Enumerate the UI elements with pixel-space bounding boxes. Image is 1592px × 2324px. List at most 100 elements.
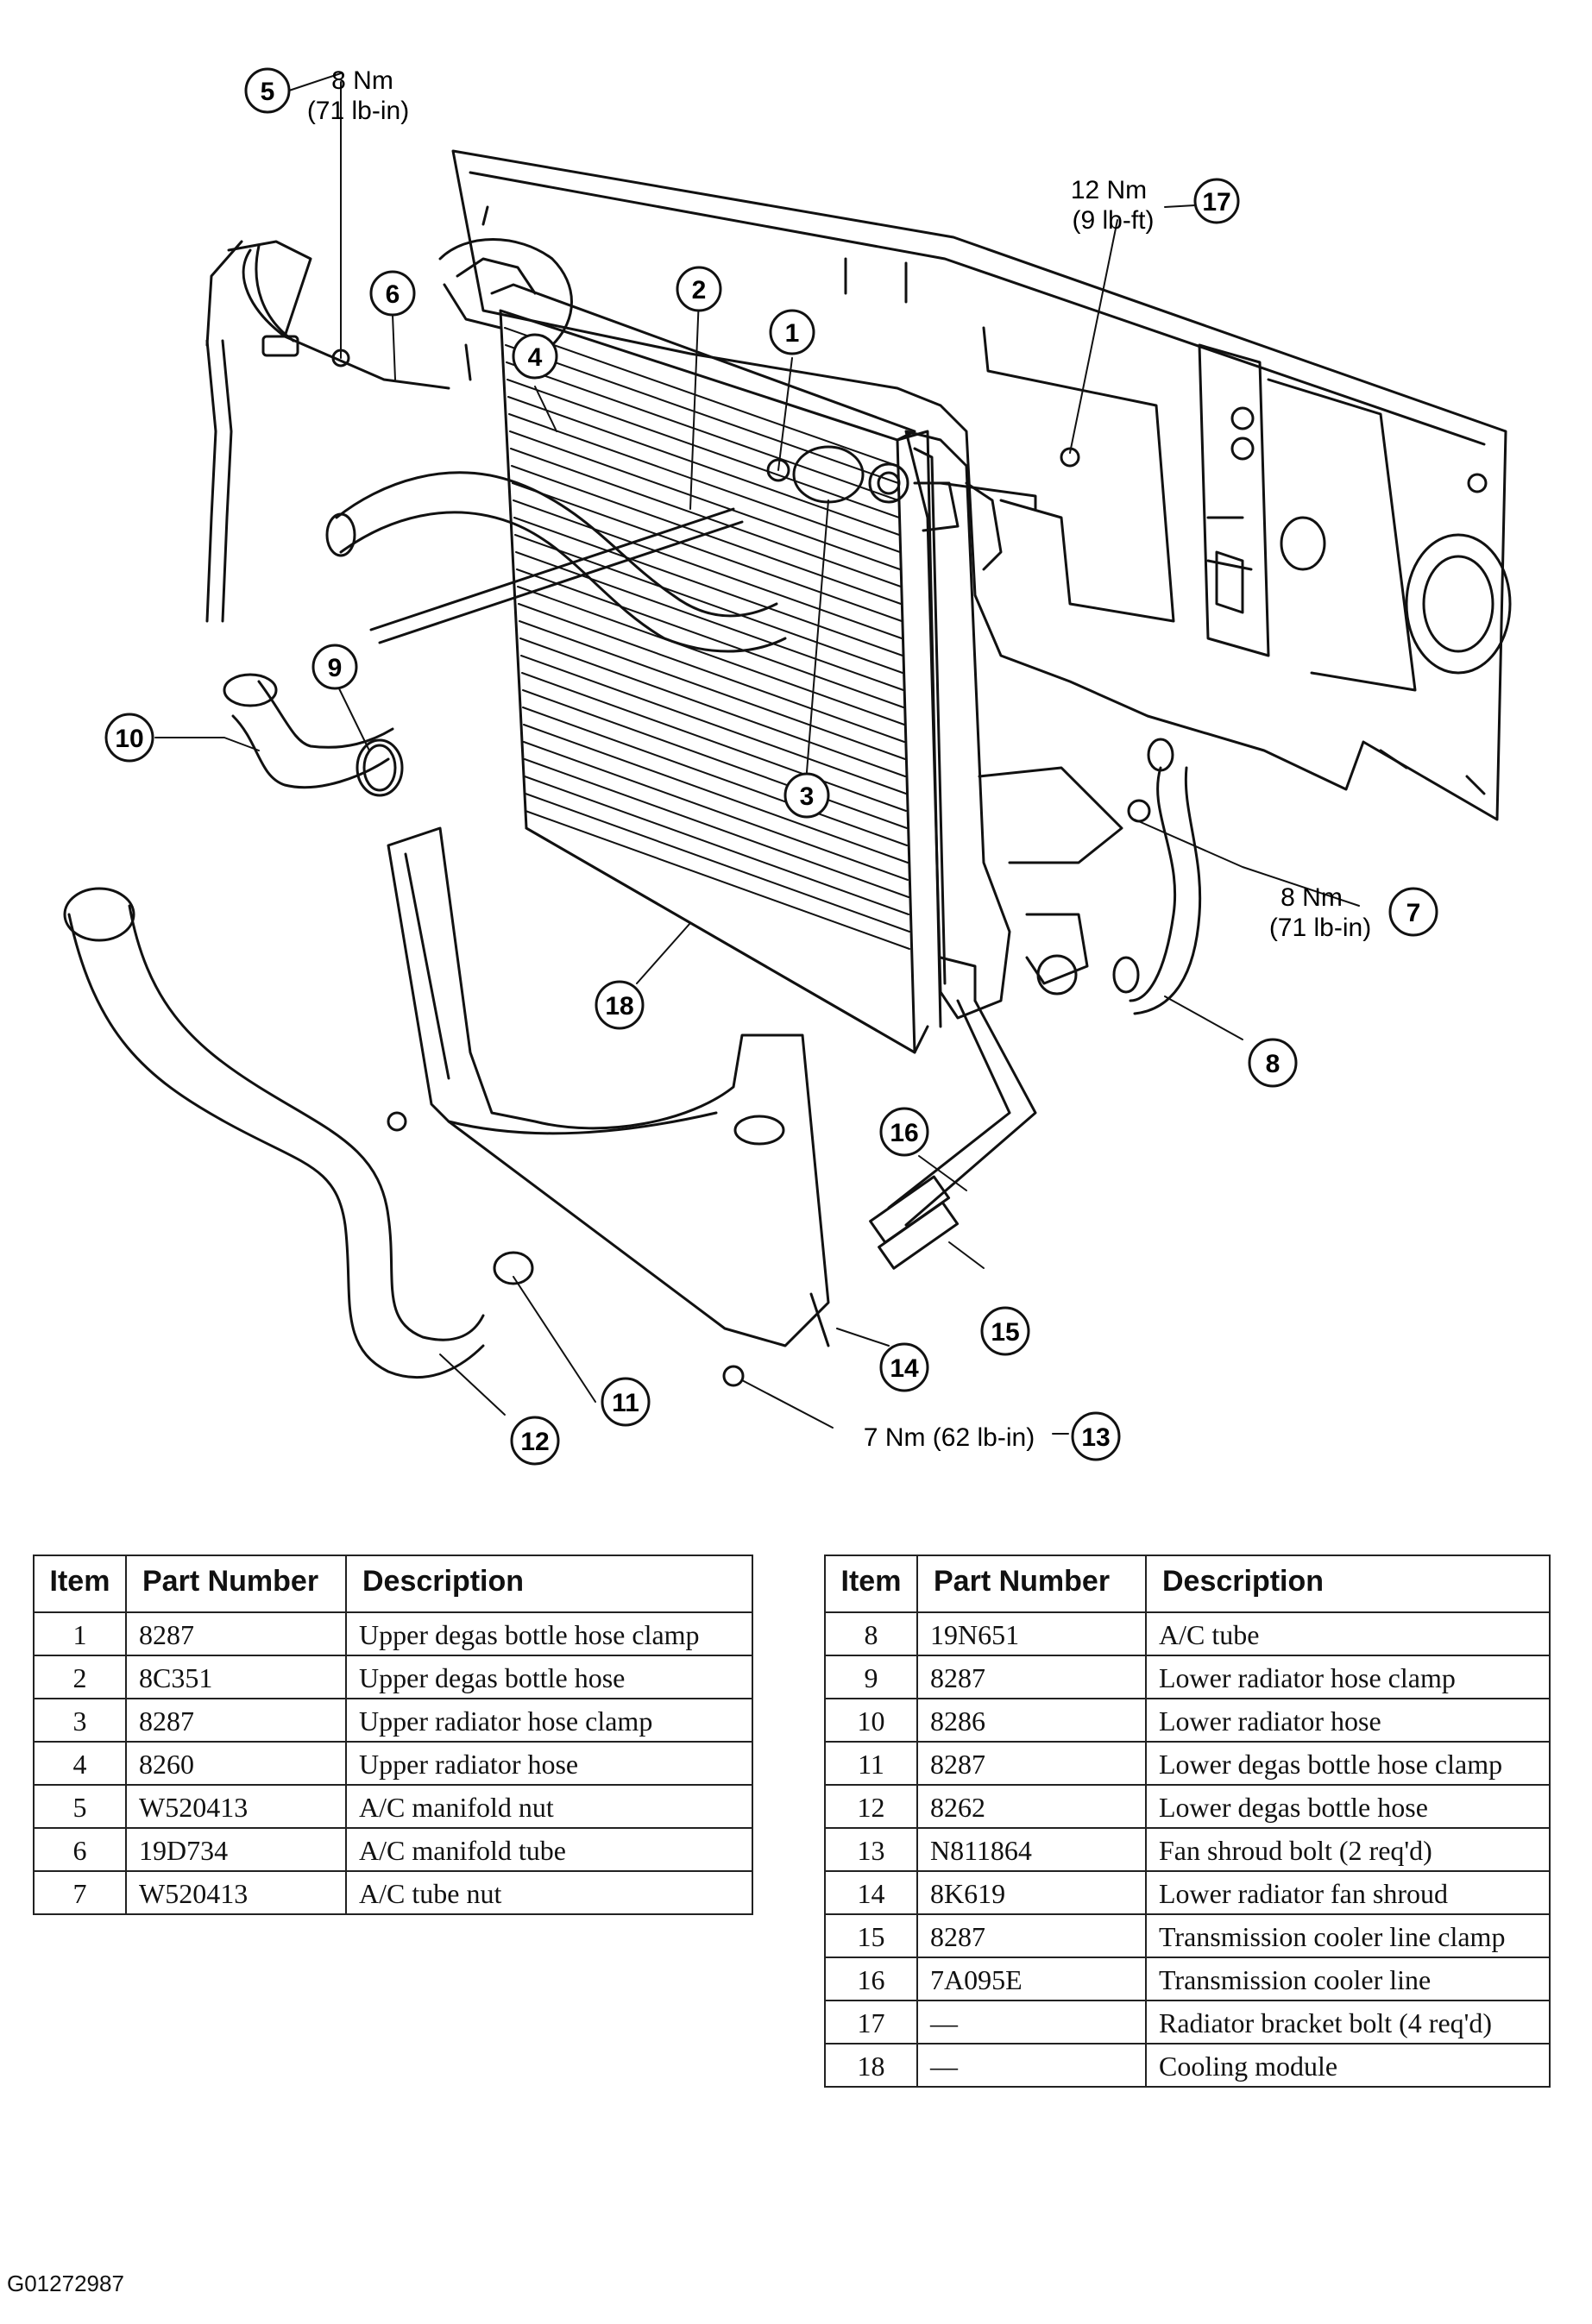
cell-description: Upper radiator hose clamp bbox=[345, 1698, 753, 1743]
svg-text:14: 14 bbox=[890, 1354, 919, 1383]
cell-description: A/C manifold tube bbox=[345, 1827, 753, 1872]
cell-item: 17 bbox=[824, 2000, 918, 2044]
svg-text:15: 15 bbox=[991, 1318, 1019, 1347]
cell-item: 18 bbox=[824, 2043, 918, 2088]
cell-item: 9 bbox=[824, 1655, 918, 1699]
cell-part-number: 7A095E bbox=[916, 1957, 1147, 2001]
lower-radiator-hose bbox=[223, 673, 397, 792]
torque-item7-lbin: (71 lb-in) bbox=[1269, 914, 1371, 942]
callout-9: 9 bbox=[311, 644, 358, 690]
cell-description: Transmission cooler line clamp bbox=[1145, 1913, 1551, 1958]
cell-part-number: — bbox=[916, 2043, 1147, 2088]
lower-fan-shroud bbox=[387, 826, 830, 1347]
cell-part-number: 8287 bbox=[125, 1698, 347, 1743]
fan-shroud-bolt-left bbox=[387, 1111, 407, 1132]
callout-7: 7 bbox=[1388, 887, 1438, 937]
cell-item: 7 bbox=[33, 1870, 127, 1915]
cell-item: 2 bbox=[33, 1655, 127, 1699]
callout-14: 14 bbox=[879, 1342, 929, 1392]
radiator-core bbox=[490, 283, 942, 1054]
cell-part-number: W520413 bbox=[125, 1870, 347, 1915]
cooling-module-exploded-diagram: 5 6 4 2 1 17 9 10 3 7 18 8 16 15 14 11 1… bbox=[63, 66, 1512, 1466]
upper-degas-clamp bbox=[766, 458, 790, 482]
torque-item13: 7 Nm (62 lb-in) bbox=[864, 1423, 1035, 1452]
torque-specs: 8 Nm (71 lb-in) 12 Nm (9 lb-ft) 8 Nm (71… bbox=[307, 66, 1371, 1452]
cell-part-number: 19D734 bbox=[125, 1827, 347, 1872]
figure-id: G01272987 bbox=[7, 2271, 124, 2296]
fan-shroud-bolt-lower bbox=[722, 1365, 745, 1387]
cell-description: A/C tube nut bbox=[345, 1870, 753, 1915]
callout-18: 18 bbox=[595, 980, 645, 1030]
torque-item5-nm: 8 Nm bbox=[331, 66, 393, 95]
cell-part-number: 8262 bbox=[916, 1784, 1147, 1829]
table-row: 17—Radiator bracket bolt (4 req'd) bbox=[824, 2000, 1551, 2044]
cell-item: 10 bbox=[824, 1698, 918, 1743]
callout-8: 8 bbox=[1248, 1038, 1298, 1088]
callout-6: 6 bbox=[369, 270, 416, 317]
degas-bottle-tank bbox=[868, 430, 1123, 1020]
torque-item17-lbft: (9 lb-ft) bbox=[1072, 206, 1154, 235]
cell-description: Radiator bracket bolt (4 req'd) bbox=[1145, 2000, 1551, 2044]
transmission-cooler-lines bbox=[869, 999, 1037, 1270]
upper-radiator-hose bbox=[325, 471, 787, 653]
cell-description: Upper degas bottle hose bbox=[345, 1655, 753, 1699]
cell-description: Lower degas bottle hose clamp bbox=[1145, 1741, 1551, 1786]
cell-part-number: N811864 bbox=[916, 1827, 1147, 1872]
col-header-item: Item bbox=[824, 1555, 918, 1613]
col-header-part-number: Part Number bbox=[916, 1555, 1147, 1613]
col-header-description: Description bbox=[345, 1555, 753, 1613]
ac-tube-nut bbox=[1127, 799, 1151, 823]
lower-degas-bottle-hose bbox=[63, 887, 485, 1379]
col-header-part-number: Part Number bbox=[125, 1555, 347, 1613]
svg-text:12: 12 bbox=[520, 1428, 549, 1456]
cell-part-number: 19N651 bbox=[916, 1611, 1147, 1656]
callout-11: 11 bbox=[601, 1377, 651, 1427]
upper-radiator-hose-clamp bbox=[792, 445, 865, 504]
cell-part-number: — bbox=[916, 2000, 1147, 2044]
callout-4: 4 bbox=[512, 333, 558, 380]
callout-13: 13 bbox=[1071, 1411, 1121, 1461]
cell-part-number: 8C351 bbox=[125, 1655, 347, 1699]
svg-text:13: 13 bbox=[1081, 1423, 1110, 1452]
cell-item: 8 bbox=[824, 1611, 918, 1656]
cell-item: 3 bbox=[33, 1698, 127, 1743]
cell-item: 15 bbox=[824, 1913, 918, 1958]
fan-assembly bbox=[438, 238, 573, 347]
cell-part-number: 8260 bbox=[125, 1741, 347, 1786]
cell-part-number: 8287 bbox=[916, 1655, 1147, 1699]
col-header-item: Item bbox=[33, 1555, 127, 1613]
cell-item: 13 bbox=[824, 1827, 918, 1872]
svg-text:18: 18 bbox=[605, 992, 633, 1021]
callout-12: 12 bbox=[510, 1416, 560, 1466]
cell-description: Lower degas bottle hose bbox=[1145, 1784, 1551, 1829]
callout-10: 10 bbox=[104, 713, 154, 763]
svg-text:1: 1 bbox=[785, 319, 800, 348]
callout-5: 5 bbox=[244, 67, 291, 114]
upper-degas-hose bbox=[369, 507, 744, 644]
callouts: 5 6 4 2 1 17 9 10 3 7 18 8 16 15 14 11 1… bbox=[104, 67, 1438, 1466]
cell-description: Upper degas bottle hose clamp bbox=[345, 1611, 753, 1656]
cell-item: 14 bbox=[824, 1870, 918, 1915]
cell-item: 4 bbox=[33, 1741, 127, 1786]
cell-part-number: W520413 bbox=[125, 1784, 347, 1829]
svg-text:7: 7 bbox=[1406, 899, 1421, 927]
cell-item: 12 bbox=[824, 1784, 918, 1829]
leader-lines bbox=[154, 72, 1360, 1435]
cell-description: Transmission cooler line bbox=[1145, 1957, 1551, 2001]
svg-text:11: 11 bbox=[612, 1389, 639, 1417]
cell-item: 5 bbox=[33, 1784, 127, 1829]
svg-text:8: 8 bbox=[1266, 1050, 1281, 1078]
cell-description: Lower radiator hose clamp bbox=[1145, 1655, 1551, 1699]
svg-text:5: 5 bbox=[261, 78, 275, 106]
callout-1: 1 bbox=[769, 309, 815, 355]
